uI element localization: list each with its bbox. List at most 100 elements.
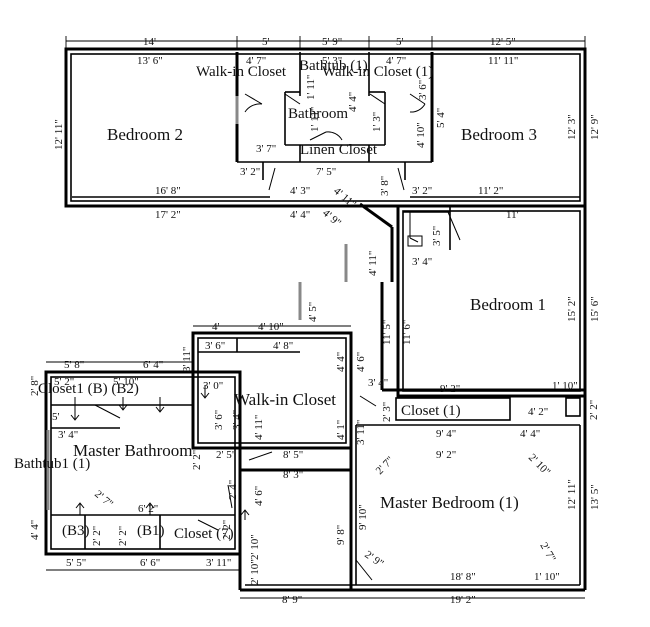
dim: 2' 10" bbox=[249, 559, 261, 585]
room-closet-b1: Closet (1) bbox=[401, 403, 461, 419]
room-b1: (B1) bbox=[137, 523, 165, 539]
dim: 4' 7" bbox=[246, 55, 266, 67]
dim: 11' bbox=[506, 209, 519, 221]
room-walkin-closet-right: Walk-in Closet (1) bbox=[322, 64, 433, 80]
bottom-dimension-lines bbox=[46, 325, 585, 599]
dim: 9' 2" bbox=[440, 383, 460, 395]
dim: 1' 10" bbox=[552, 380, 578, 392]
dim: 6' 4" bbox=[143, 359, 163, 371]
dim: 4' 4" bbox=[347, 92, 359, 112]
room-bedroom-3: Bedroom 3 bbox=[461, 125, 537, 144]
dim: 9' 10" bbox=[357, 504, 369, 530]
dim: 2' 7" bbox=[537, 541, 558, 565]
dim: 5' 2" bbox=[54, 376, 74, 388]
dim: 3' 6" bbox=[417, 80, 429, 100]
dim: 1' 10" bbox=[534, 571, 560, 583]
dim: 2' 2" bbox=[117, 526, 129, 546]
dim: 3' 4" bbox=[412, 256, 432, 268]
dim: 11' 2" bbox=[478, 185, 503, 197]
dim: 9' 2" bbox=[436, 449, 456, 461]
dim-top-14: 14' bbox=[143, 36, 156, 48]
room-walkin-closet-left: Walk-in Closet bbox=[196, 64, 287, 80]
dim: 4' 2" bbox=[528, 406, 548, 418]
dim: 3' 7" bbox=[256, 143, 276, 155]
room-closet-master-left: Closet1 (B) (B2) bbox=[38, 381, 139, 397]
room-bedroom-1: Bedroom 1 bbox=[470, 295, 546, 314]
master-walls bbox=[44, 331, 587, 592]
dim: 15' 2" bbox=[566, 296, 578, 322]
room-bathroom: Bathroom bbox=[288, 106, 348, 122]
bedroom1-walls bbox=[396, 204, 587, 398]
dim: 4' bbox=[212, 321, 220, 333]
dim: 9' 4" bbox=[436, 428, 456, 440]
room-b3: (B3) bbox=[62, 523, 90, 539]
dim: 3' 11" bbox=[181, 347, 193, 372]
dim: 19' 2" bbox=[450, 594, 476, 606]
dim: 3' 11" bbox=[355, 420, 367, 445]
dim: 4' 4" bbox=[29, 520, 41, 540]
dim: 3' 4" bbox=[58, 429, 78, 441]
dim: 2' 10" bbox=[249, 534, 261, 560]
room-walkin-closet-master: Walk-in Closet bbox=[234, 390, 336, 409]
dim: 2' 7" bbox=[374, 454, 397, 477]
dim: 4' 9" bbox=[320, 207, 343, 229]
dim: 4' 11" bbox=[253, 415, 265, 440]
dim-top-59: 5' 9" bbox=[322, 36, 342, 48]
dim: 3' 11" bbox=[206, 557, 231, 569]
dim: 8' 9" bbox=[282, 594, 302, 606]
dim: 3' 5" bbox=[431, 226, 443, 246]
dim: 4' 4" bbox=[520, 428, 540, 440]
dim: 1' 11" bbox=[309, 107, 321, 132]
dim: 5' 10" bbox=[113, 376, 139, 388]
dim: 13' 6" bbox=[137, 55, 163, 67]
dim: 5' bbox=[52, 411, 60, 423]
dimension-labels: 13' 6" 12' 11" 16' 8" 17' 2" 4' 7" 3' 7"… bbox=[29, 55, 601, 606]
dim: 4' 3" bbox=[290, 185, 310, 197]
dim: 13' 5" bbox=[589, 484, 601, 510]
dim: 4' 10" bbox=[415, 122, 427, 148]
dim: 4' 8" bbox=[273, 340, 293, 352]
dim: 3' 0" bbox=[203, 380, 223, 392]
dim: 2' 3" bbox=[381, 402, 393, 422]
dim: 2' 7" bbox=[92, 488, 115, 510]
dim: 5' 4" bbox=[435, 108, 447, 128]
dim: 7' 5" bbox=[316, 166, 336, 178]
dim: 2' 9" bbox=[362, 549, 385, 570]
dim: 4' 4" bbox=[290, 209, 310, 221]
room-master-bedroom: Master Bedroom (1) bbox=[380, 493, 519, 512]
dim: 2' 2" bbox=[191, 450, 203, 470]
room-bathtub-top: Bathtub (1) bbox=[299, 58, 368, 74]
dim: 3' 2" bbox=[240, 166, 260, 178]
dim: 6' 6" bbox=[140, 557, 160, 569]
dim: 11' 5" bbox=[381, 320, 393, 345]
dim: 9' 8" bbox=[335, 525, 347, 545]
dim: 4' 11" bbox=[367, 251, 379, 276]
dim: 11' 6" bbox=[401, 320, 413, 345]
dim: 12' 3" bbox=[566, 114, 578, 140]
dim: 2' 2" bbox=[91, 526, 103, 546]
dim: 3' 2" bbox=[412, 185, 432, 197]
room-closet-7: Closet (7) bbox=[174, 526, 234, 542]
master-doors bbox=[94, 282, 377, 586]
dim: 4' 4" bbox=[335, 352, 347, 372]
dim: 3' 4" bbox=[368, 377, 388, 389]
room-bathtub-master: Bathtub1 (1) bbox=[14, 456, 90, 472]
dim: 17' 2" bbox=[155, 209, 181, 221]
dim: 2' 10" bbox=[526, 452, 553, 479]
dim-top-5b: 5' bbox=[396, 36, 404, 48]
upper-wing-doors bbox=[235, 93, 461, 282]
dim: 6' 2" bbox=[138, 503, 158, 515]
dim: 8' 5" bbox=[283, 449, 303, 461]
dim: 1' 11" bbox=[305, 75, 317, 100]
dim: 3' 4" bbox=[231, 410, 243, 430]
dim: 8' 3" bbox=[283, 469, 303, 481]
dim: 5' 3" bbox=[322, 55, 342, 67]
room-master-bathroom: Master Bathroom bbox=[73, 441, 192, 460]
dim: 18' 8" bbox=[450, 571, 476, 583]
dim: 12' 9" bbox=[589, 114, 601, 140]
dim: 12' 11" bbox=[566, 479, 578, 510]
closet-arrows bbox=[70, 385, 250, 520]
dim: 5' 5" bbox=[66, 557, 86, 569]
dim: 4' 6" bbox=[355, 352, 367, 372]
